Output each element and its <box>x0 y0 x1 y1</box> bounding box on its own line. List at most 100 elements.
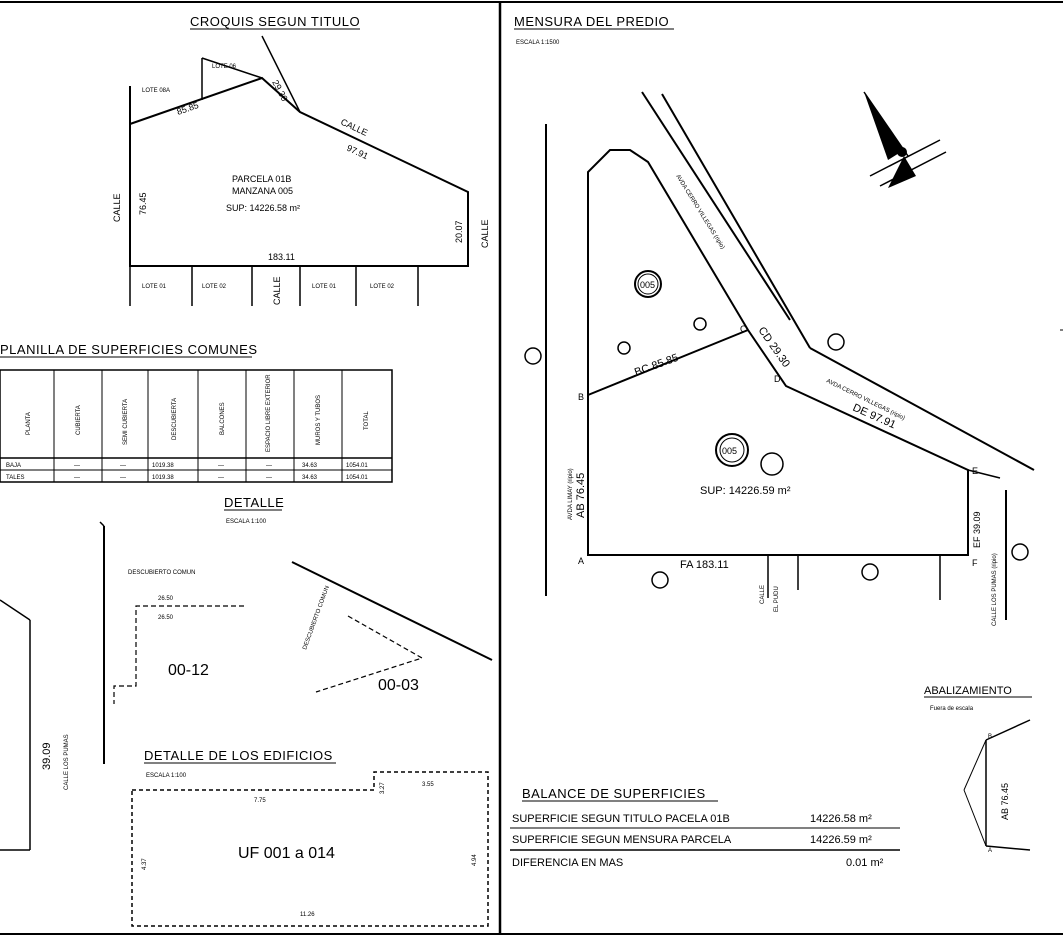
croquis-manzana: MANZANA 005 <box>232 186 293 196</box>
planilla-header-cubierta: CUBIERTA <box>76 405 82 435</box>
planilla-cell: — <box>74 463 80 469</box>
balance-row1-label: SUPERFICIE SEGUN TITULO PACELA 01B <box>512 813 730 825</box>
mensura-manzana-bottom: 005 <box>722 446 737 456</box>
abalizamiento-ab: AB 76.45 <box>1000 783 1010 820</box>
abalizamiento-title: ABALIZAMIENTO <box>924 685 1012 697</box>
croquis-calle-bottom: CALLE <box>272 276 282 305</box>
planilla-header-total: TOTAL <box>364 411 370 430</box>
mensura-point-a: A <box>578 556 584 566</box>
edificios-section: DETALLE DE LOS EDIFICIOS ESCALA 1:100 UF… <box>131 748 489 927</box>
edificios-title: DETALLE DE LOS EDIFICIOS <box>144 748 333 763</box>
planilla-header-balcones: BALCONES <box>220 402 226 435</box>
mensura-limay: AVDA LIMAY (ripio) <box>568 468 574 520</box>
croquis-section: CROQUIS SEGUN TITULO LOTE 08A LOTE 06 85… <box>112 14 490 306</box>
detalle-d1: 26.50 <box>158 596 174 602</box>
planilla-cell: 1019.38 <box>152 463 174 469</box>
planilla-cell: — <box>266 463 272 469</box>
croquis-dim-2930: 29.30 <box>270 78 289 103</box>
detalle-title: DETALLE <box>224 495 284 510</box>
balance-section: BALANCE DE SUPERFICIES SUPERFICIE SEGUN … <box>510 786 900 869</box>
detalle-escala: ESCALA 1:100 <box>226 519 267 525</box>
mensura-bc: BC 85.85 <box>633 352 680 379</box>
detalle-left-calle: CALLE LOS PUMAS <box>64 734 70 790</box>
croquis-calle-right: CALLE <box>480 219 490 248</box>
croquis-lote-06: LOTE 06 <box>212 64 237 70</box>
croquis-dim-18311: 183.11 <box>268 252 295 262</box>
detalle-descubierto2: DESCUBIERTO COMUN <box>302 585 331 650</box>
croquis-dim-8585: 85.85 <box>175 100 200 117</box>
planilla-header-descubierta: DESCUBIERTA <box>172 398 178 440</box>
edificios-dim-355: 3.55 <box>422 782 434 788</box>
croquis-lote-01-b: LOTE 01 <box>312 284 337 290</box>
croquis-dim-2007: 20.07 <box>454 220 464 243</box>
manzana-circle <box>634 270 662 298</box>
mensura-fa: FA 183.11 <box>680 559 729 571</box>
croquis-calle-left: CALLE <box>112 193 122 222</box>
planilla-header-planta: PLANTA <box>26 412 32 435</box>
edificios-uf: UF 001 a 014 <box>238 845 335 862</box>
planilla-table: PLANTA CUBIERTA SEMI CUBIERTA DESCUBIERT… <box>0 369 393 483</box>
balance-row3-label: DIFERENCIA EN MAS <box>512 857 623 869</box>
mensura-avda1: AVDA CERRO VILLEGAS (ripio) <box>674 174 725 251</box>
detalle-uf2: 00-03 <box>378 677 419 694</box>
abalizamiento-section: ABALIZAMIENTO Fuera de escala AB 76.45 B… <box>924 685 1032 854</box>
croquis-sup: SUP: 14226.58 m² <box>226 203 300 213</box>
balance-row2-label: SUPERFICIE SEGUN MENSURA PARCELA <box>512 834 732 846</box>
mensura-point-d: D <box>774 374 781 384</box>
croquis-title: CROQUIS SEGUN TITULO <box>190 14 360 29</box>
detalle-uf1: 00-12 <box>168 662 209 679</box>
mensura-section: MENSURA DEL PREDIO ESCALA 1:1500 005 <box>514 14 1035 626</box>
abalizamiento-point-a: A <box>988 848 992 854</box>
croquis-dim-9791: 97.91 <box>345 143 370 162</box>
mensura-sup: SUP: 14226.59 m² <box>700 485 791 497</box>
planilla-cell: — <box>218 475 224 481</box>
planilla-cell: 34.63 <box>302 463 318 469</box>
balance-title: BALANCE DE SUPERFICIES <box>522 786 706 801</box>
abalizamiento-point-b: B <box>988 734 992 740</box>
abalizamiento-subtitle: Fuera de escala <box>930 706 974 712</box>
planilla-cell: TALES <box>6 475 25 481</box>
detalle-left-dim: 39.09 <box>41 742 53 770</box>
croquis-lote-01-a: LOTE 01 <box>142 284 167 290</box>
planilla-cell: 1019.38 <box>152 475 174 481</box>
mensura-los-pumas: CALLE LOS PUMAS (ripio) <box>992 553 998 626</box>
edificios-dim-437: 4.37 <box>142 858 148 870</box>
planilla-cell: — <box>74 475 80 481</box>
detalle-d2: 26.50 <box>158 615 174 621</box>
detalle-section: DETALLE ESCALA 1:100 DESCUBIERTO COMUN 2… <box>0 495 493 851</box>
planilla-header-semicubierta: SEMI CUBIERTA <box>123 399 129 445</box>
edificios-dim-327: 3.27 <box>380 782 386 794</box>
mensura-point-f: F <box>972 558 978 568</box>
balance-row1-value: 14226.58 m² <box>810 813 872 825</box>
balance-row2-value: 14226.59 m² <box>810 834 872 846</box>
planilla-title: PLANILLA DE SUPERFICIES COMUNES <box>0 342 258 357</box>
edificios-dim-494: 4.94 <box>472 854 478 866</box>
mensura-el-pudu-2: EL PUDU <box>774 586 780 612</box>
planilla-cell: — <box>218 463 224 469</box>
planilla-cell: 1054.01 <box>346 475 368 481</box>
edificios-escala: ESCALA 1:100 <box>146 773 187 779</box>
croquis-dim-7645: 76.45 <box>138 192 148 215</box>
detalle-descubierto: DESCUBIERTO COMUN <box>128 570 195 576</box>
balance-row3-value: 0.01 m² <box>846 857 884 869</box>
mensura-point-e: E <box>972 466 978 476</box>
mensura-el-pudu-1: CALLE <box>760 585 766 604</box>
croquis-lote-02-b: LOTE 02 <box>370 284 395 290</box>
planilla-section: PLANILLA DE SUPERFICIES COMUNES PLANTA C… <box>0 342 393 483</box>
planilla-header-espacio: ESPACIO LIBRE EXTERIOR <box>266 374 272 452</box>
mensura-point-c: C <box>740 324 747 334</box>
mensura-point-b: B <box>578 392 584 402</box>
planilla-cell: 34.63 <box>302 475 318 481</box>
mensura-ab: AB 76.45 <box>575 473 587 518</box>
planilla-cell: — <box>120 475 126 481</box>
edificios-dim-1126: 11.26 <box>300 912 315 918</box>
croquis-lote-08a: LOTE 08A <box>142 88 170 94</box>
manzana-circle <box>715 433 749 467</box>
north-arrow-icon <box>863 91 947 188</box>
mensura-title: MENSURA DEL PREDIO <box>514 14 669 29</box>
planilla-cell: — <box>266 475 272 481</box>
croquis-lote-02-a: LOTE 02 <box>202 284 227 290</box>
planilla-cell: 1054.01 <box>346 463 368 469</box>
